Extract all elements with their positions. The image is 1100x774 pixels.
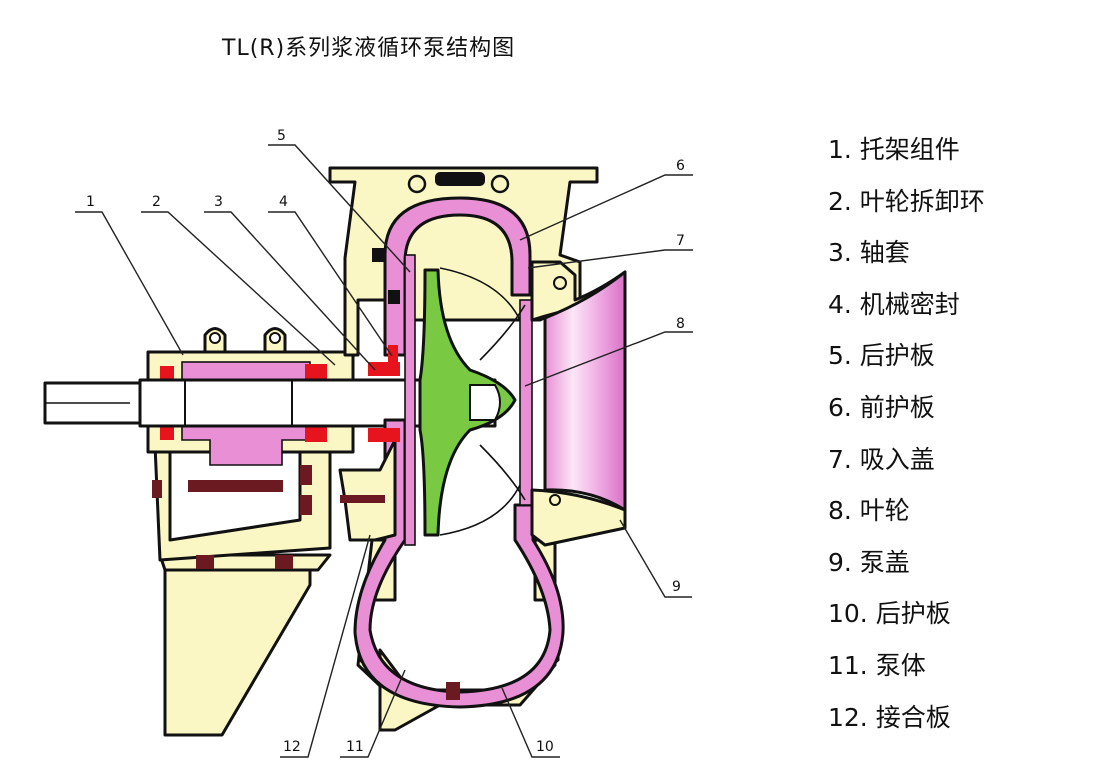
callout-6: 6	[519, 158, 693, 241]
svg-text:12: 12	[283, 739, 301, 755]
legend-item: 10. 后护板	[828, 599, 951, 629]
callout-3: 3	[204, 194, 376, 371]
svg-text:2: 2	[152, 194, 161, 210]
callout-7: 7	[527, 233, 693, 269]
callout-10: 10	[501, 687, 560, 758]
impeller	[418, 267, 526, 537]
callout-9: 9	[619, 519, 692, 598]
svg-text:6: 6	[676, 158, 685, 174]
callout-1: 1	[75, 194, 184, 356]
callout-4: 4	[268, 194, 393, 357]
pump-casing	[328, 166, 599, 732]
callout-12: 12	[280, 534, 371, 758]
legend-item: 11. 泵体	[828, 650, 926, 680]
legend-item: 7. 吸入盖	[828, 444, 935, 474]
callout-5: 5	[268, 128, 411, 273]
svg-text:7: 7	[676, 233, 685, 249]
mechanical-seal	[368, 248, 400, 442]
legend-item: 8. 叶轮	[828, 496, 910, 526]
legend-item: 9. 泵盖	[828, 547, 910, 577]
callout-2: 2	[141, 194, 336, 366]
svg-text:9: 9	[672, 579, 681, 595]
legend-item: 6. 前护板	[828, 392, 935, 422]
suction-cover	[530, 260, 627, 547]
svg-text:5: 5	[277, 128, 286, 144]
legend-item: 4. 机械密封	[828, 289, 960, 319]
svg-text:4: 4	[279, 194, 288, 210]
svg-text:11: 11	[346, 739, 364, 755]
callout-11: 11	[340, 669, 406, 758]
legend-item: 5. 后护板	[828, 341, 935, 371]
bracket-base	[152, 443, 332, 737]
svg-text:3: 3	[214, 194, 223, 210]
diagram-title: TL(R)系列浆液循环泵结构图	[222, 36, 516, 61]
legend-item: 3. 轴套	[828, 238, 910, 268]
legend-item: 1. 托架组件	[828, 135, 960, 164]
callout-8: 8	[524, 316, 693, 387]
svg-text:1: 1	[86, 194, 95, 210]
legend-item: 12. 接合板	[828, 702, 951, 732]
svg-text:10: 10	[536, 739, 554, 755]
svg-text:8: 8	[676, 316, 685, 332]
parts-legend: 1. 托架组件 2. 叶轮拆卸环 3. 轴套 4. 机械密封 5. 后护板 6.…	[828, 130, 985, 749]
legend-item: 2. 叶轮拆卸环	[828, 186, 985, 216]
